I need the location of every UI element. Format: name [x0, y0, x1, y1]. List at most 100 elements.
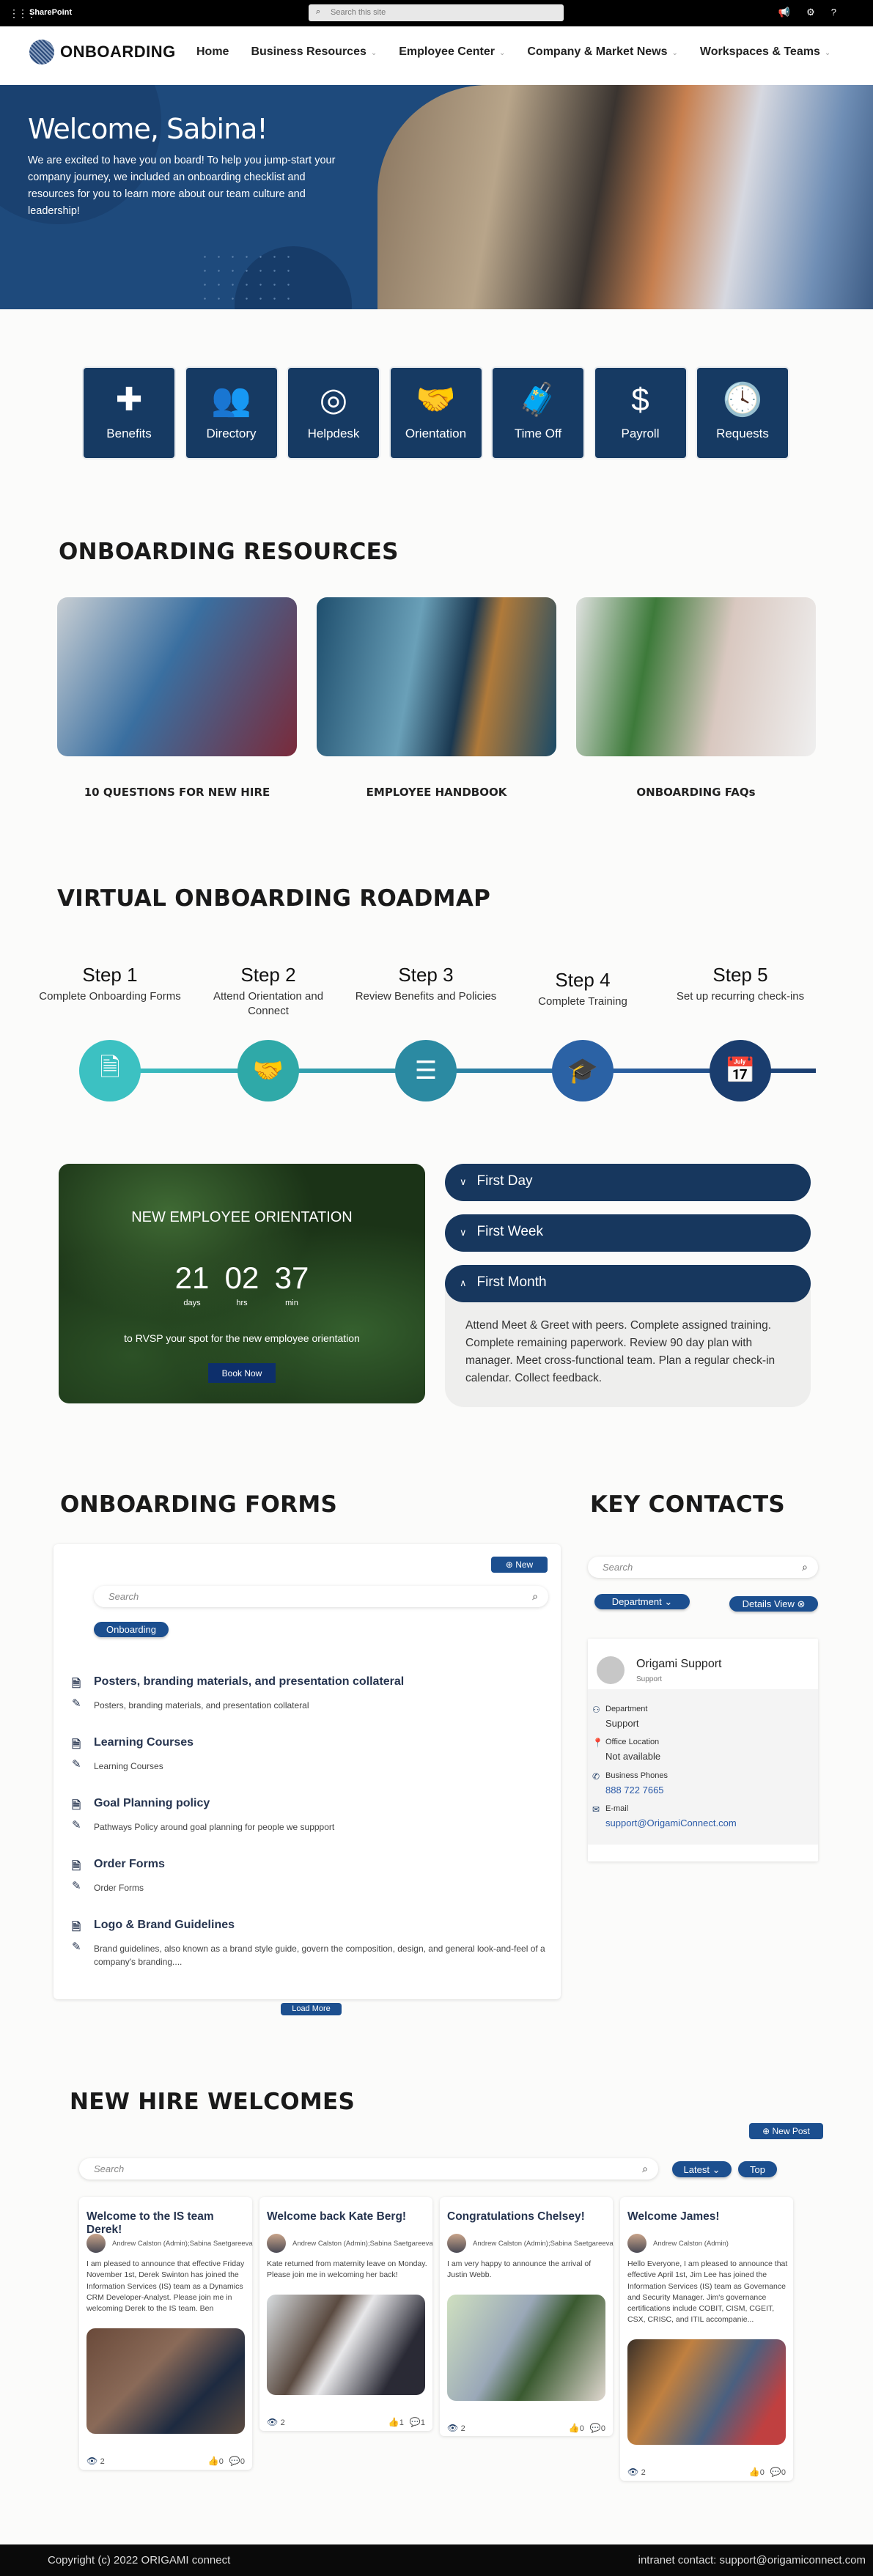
edit-icon[interactable]: ✎ — [72, 1758, 81, 1771]
thumbs-up-icon[interactable]: 👍 — [388, 2417, 399, 2427]
top-filter-button[interactable]: Top — [738, 2161, 777, 2177]
hours-value: 02 — [224, 1261, 259, 1295]
quick-link-requests[interactable]: 🕓Requests — [697, 368, 788, 458]
post-author: Andrew Calston (Admin);Sabina Saetgareev… — [292, 2240, 433, 2248]
comment-icon[interactable]: 💬 — [409, 2417, 421, 2427]
site-logo[interactable] — [29, 40, 54, 64]
load-more-button[interactable]: Load More — [281, 2003, 342, 2015]
comments-count: 1 — [420, 2418, 425, 2427]
tile-label: Time Off — [514, 427, 562, 440]
book-now-button[interactable]: Book Now — [208, 1363, 276, 1383]
post-title[interactable]: Welcome to the IS team Derek! — [86, 2210, 214, 2236]
details-view-toggle[interactable]: Details View ⊗ — [729, 1596, 818, 1612]
post-card[interactable]: Welcome James!Andrew Calston (Admin)Hell… — [620, 2197, 793, 2481]
comment-icon[interactable]: 💬 — [770, 2467, 781, 2477]
intranet-contact[interactable]: intranet contact: support@origamiconnect… — [638, 2554, 866, 2566]
close-circle-icon[interactable]: ⊗ — [794, 1598, 806, 1609]
new-post-button[interactable]: ⊕ New Post — [749, 2123, 823, 2139]
new-post-label: New Post — [772, 2126, 810, 2136]
thumbs-up-icon[interactable]: 👍 — [207, 2456, 219, 2466]
resource-link[interactable]: 10 QUESTIONS FOR NEW HIRE — [84, 786, 270, 799]
new-form-button[interactable]: ⊕ New — [491, 1557, 548, 1573]
sharepoint-brand[interactable]: SharePoint — [29, 8, 73, 17]
megaphone-icon[interactable]: 📢 — [778, 7, 791, 18]
site-search-input[interactable]: ⌕Search this site — [309, 4, 564, 21]
edit-icon[interactable]: ✎ — [72, 1697, 81, 1710]
form-title-link[interactable]: 🗎Order Forms — [72, 1858, 550, 1872]
forms-search-input[interactable]: Search⌕ — [94, 1586, 548, 1607]
thumbs-up-icon[interactable]: 👍 — [568, 2423, 580, 2433]
accordion-label: First Month — [476, 1274, 547, 1290]
views: 👁 2 — [267, 2417, 285, 2427]
quick-link-benefits[interactable]: ✚Benefits — [84, 368, 174, 458]
edit-icon[interactable]: ✎ — [72, 1880, 81, 1892]
thumbs-up-icon[interactable]: 👍 — [748, 2467, 760, 2477]
quick-link-payroll[interactable]: $Payroll — [594, 368, 686, 458]
contact-card[interactable]: Origami Support Support — [588, 1639, 818, 1861]
life-ring-icon: ◎ — [319, 382, 348, 418]
accordion-label: First Day — [476, 1173, 533, 1189]
step-circle[interactable]: 🎓 — [552, 1040, 614, 1101]
app-launcher-icon[interactable]: ⋮⋮⋮ — [9, 7, 37, 19]
resource-image[interactable] — [57, 597, 297, 756]
form-title-link[interactable]: 🗎Learning Courses — [72, 1736, 550, 1751]
resource-link[interactable]: ONBOARDING FAQs — [636, 786, 756, 799]
department-dropdown[interactable]: Department ⌄ — [594, 1594, 690, 1609]
nav-item-employee-center[interactable]: Employee Center⌄ — [399, 45, 505, 59]
resource-image[interactable] — [317, 597, 556, 756]
post-author: Andrew Calston (Admin);Sabina Saetgareev… — [473, 2240, 614, 2248]
edit-icon[interactable]: ✎ — [72, 1819, 81, 1831]
step-circle[interactable]: 📅 — [710, 1040, 771, 1101]
search-placeholder: Search this site — [331, 8, 386, 17]
resource-link[interactable]: EMPLOYEE HANDBOOK — [366, 786, 507, 799]
posts-search-input[interactable]: Search⌕ — [79, 2158, 658, 2180]
accordion-first-week[interactable]: ∨First Week — [445, 1214, 811, 1252]
quick-link-time-off[interactable]: 🧳Time Off — [493, 368, 583, 458]
form-title-link[interactable]: 🗎Goal Planning policy — [72, 1797, 550, 1812]
quick-link-directory[interactable]: 👥Directory — [185, 368, 277, 458]
form-title-link[interactable]: 🗎Posters, branding materials, and presen… — [72, 1675, 550, 1690]
search-icon[interactable]: ⌕ — [802, 1561, 808, 1573]
quick-link-orientation[interactable]: 🤝Orientation — [390, 368, 482, 458]
email-link[interactable]: support@OrigamiConnect.com — [605, 1817, 737, 1828]
comment-icon[interactable]: 💬 — [229, 2456, 240, 2466]
form-title-link[interactable]: 🗎Logo & Brand Guidelines — [72, 1919, 550, 1933]
contacts-search-input[interactable]: Search⌕ — [588, 1557, 818, 1578]
chevron-down-icon: ⌄ — [671, 49, 678, 57]
eye-icon: 👁 — [627, 2467, 641, 2477]
form-item: 🗎Learning Courses✎Learning Courses — [72, 1736, 550, 1773]
post-card[interactable]: Welcome back Kate Berg! Andrew Calston (A… — [259, 2197, 433, 2431]
help-icon[interactable]: ? — [830, 7, 836, 18]
step-circle[interactable]: 🤝 — [237, 1040, 299, 1101]
step-description: Complete Onboarding Forms — [39, 990, 181, 1003]
sort-dropdown[interactable]: Latest ⌄ — [672, 2161, 732, 2177]
views: 👁 2 — [86, 2456, 105, 2466]
email-field-label: E-mail — [605, 1804, 629, 1813]
search-icon[interactable]: ⌕ — [532, 1590, 538, 1602]
step-circle[interactable]: ☰ — [395, 1040, 457, 1101]
nav-item-business-resources[interactable]: Business Resources⌄ — [251, 45, 377, 59]
post-title[interactable]: Congratulations Chelsey! — [447, 2210, 585, 2223]
resource-image[interactable] — [576, 597, 816, 756]
comment-icon[interactable]: 💬 — [589, 2423, 601, 2433]
accordion-first-day[interactable]: ∨First Day — [445, 1164, 811, 1201]
gear-icon[interactable]: ⚙ — [806, 7, 815, 18]
post-card[interactable]: Congratulations Chelsey! Andrew Calston (… — [440, 2197, 614, 2436]
nav-item-home[interactable]: Home — [196, 45, 229, 59]
site-title[interactable]: ONBOARDING — [60, 43, 176, 61]
post-title[interactable]: Welcome James! — [627, 2210, 720, 2223]
phone-link[interactable]: 888 722 7665 — [605, 1785, 664, 1796]
nav-item-workspaces-teams[interactable]: Workspaces & Teams⌄ — [700, 45, 830, 59]
post-card[interactable]: Welcome to the IS team Derek!Andrew Cals… — [79, 2197, 253, 2470]
post-title[interactable]: Welcome back Kate Berg! — [267, 2210, 407, 2223]
reactions: 👍0💬0 — [208, 2456, 245, 2466]
nav-item-company-market-news[interactable]: Company & Market News⌄ — [527, 45, 678, 59]
likes-count: 1 — [399, 2418, 404, 2427]
edit-icon[interactable]: ✎ — [72, 1941, 81, 1953]
quick-link-helpdesk[interactable]: ◎Helpdesk — [288, 368, 379, 458]
step-circle[interactable]: 🗎 — [79, 1040, 141, 1101]
search-icon[interactable]: ⌕ — [642, 2163, 648, 2174]
accordion-first-month[interactable]: ∧First Month — [445, 1265, 811, 1302]
filter-onboarding[interactable]: Onboarding — [94, 1622, 169, 1637]
